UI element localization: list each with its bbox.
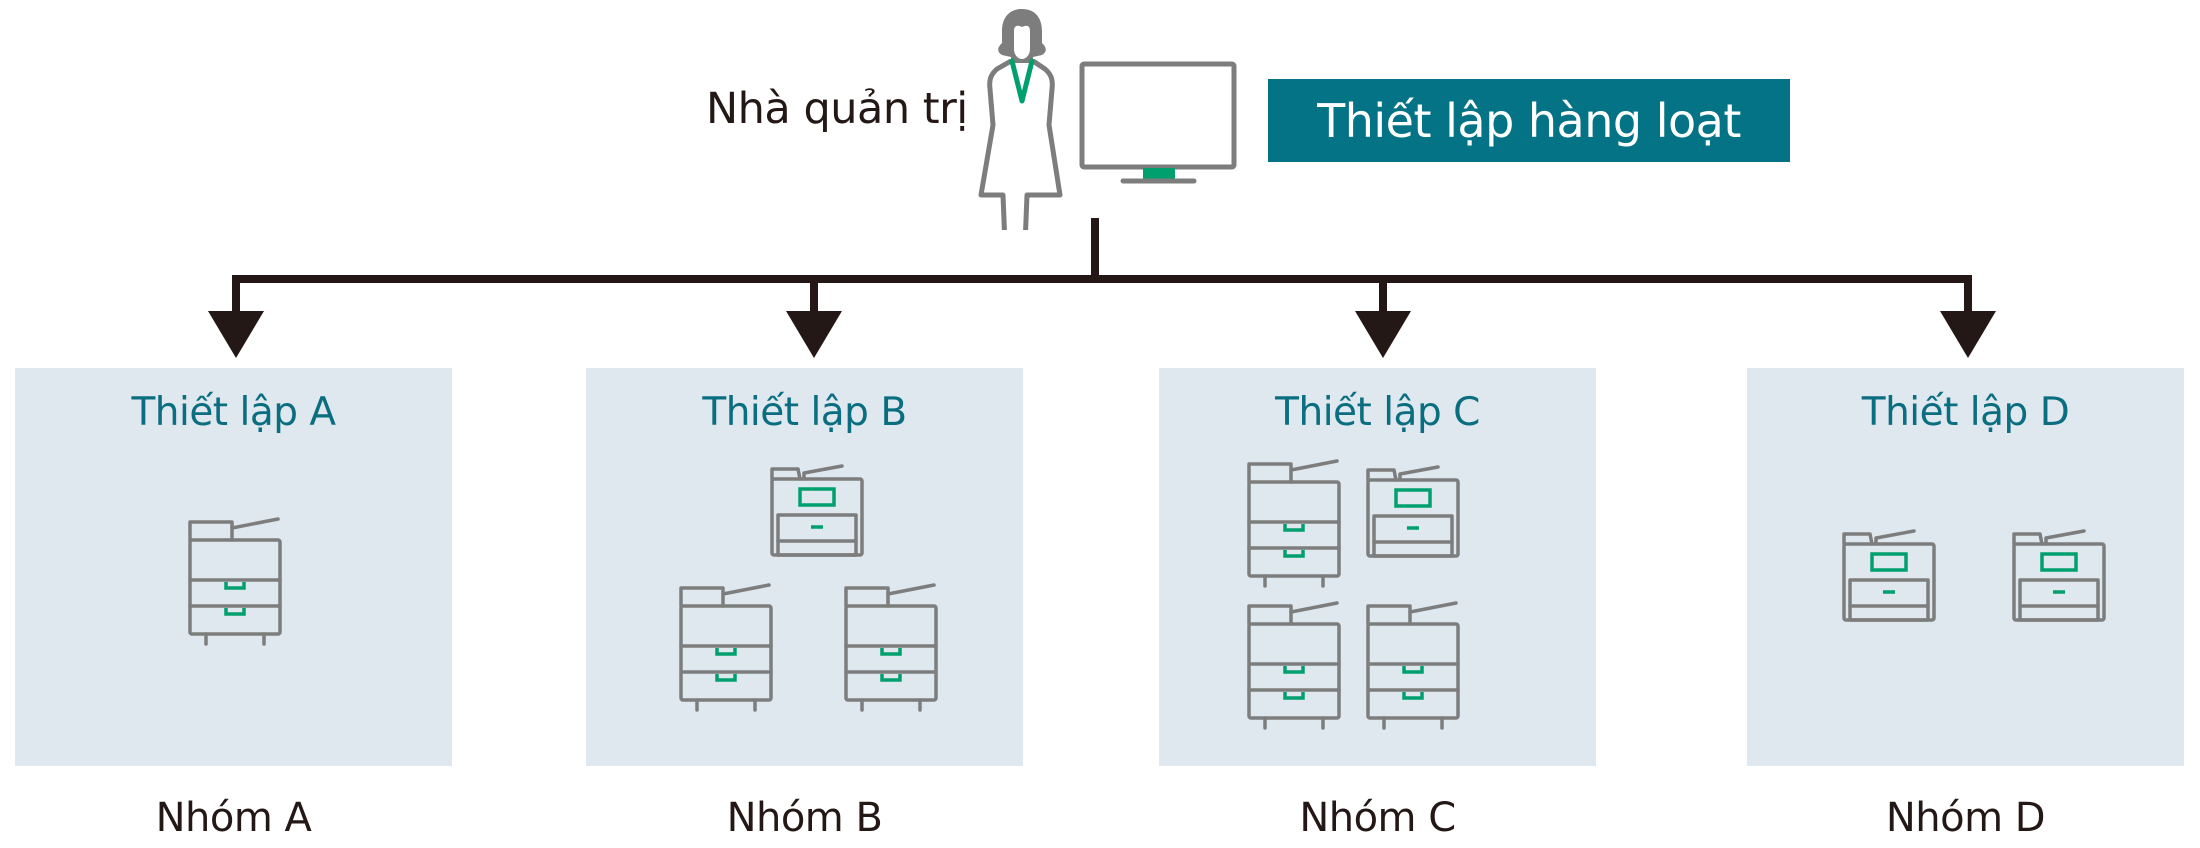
arrowhead-icon	[208, 311, 264, 358]
large-mfp-printer-icon	[1245, 458, 1341, 594]
monitor-icon	[1079, 61, 1237, 184]
group-title-d: Thiết lập D	[1861, 390, 2070, 435]
compact-mfp-printer-icon	[1840, 528, 1936, 628]
large-mfp-printer-icon	[1245, 600, 1341, 736]
compact-mfp-printer-icon	[2010, 528, 2106, 628]
group-box-b: Thiết lập B	[586, 368, 1023, 766]
group-label-c: Nhóm C	[1299, 795, 1456, 841]
admin-label: Nhà quản trị	[706, 84, 968, 134]
group-title-a: Thiết lập A	[131, 390, 336, 435]
group-label-b: Nhóm B	[726, 795, 883, 841]
large-mfp-printer-icon	[842, 582, 938, 718]
batch-settings-banner: Thiết lập hàng loạt	[1268, 79, 1790, 162]
group-title-b: Thiết lập B	[702, 390, 907, 435]
compact-mfp-printer-icon	[1364, 464, 1460, 564]
arrowhead-icon	[1355, 311, 1411, 358]
group-label-d: Nhóm D	[1885, 795, 2046, 841]
group-box-a: Thiết lập A	[15, 368, 452, 766]
large-mfp-printer-icon	[1364, 600, 1460, 736]
woman-admin-icon	[978, 9, 1063, 230]
arrowhead-icon	[786, 311, 842, 358]
trunk-line	[1091, 218, 1099, 282]
arrow-to-group-b	[786, 275, 842, 358]
arrow-to-group-d	[1940, 275, 1996, 358]
group-label-a: Nhóm A	[155, 795, 312, 841]
group-box-d: Thiết lập D	[1747, 368, 2184, 766]
group-title-c: Thiết lập C	[1275, 390, 1480, 435]
large-mfp-printer-icon	[186, 516, 282, 652]
group-box-c: Thiết lập C	[1159, 368, 1596, 766]
compact-mfp-printer-icon	[768, 463, 864, 563]
arrowhead-icon	[1940, 311, 1996, 358]
arrow-to-group-c	[1355, 275, 1411, 358]
banner-label: Thiết lập hàng loạt	[1317, 93, 1741, 148]
large-mfp-printer-icon	[677, 582, 773, 718]
arrow-to-group-a	[208, 275, 264, 358]
distribution-bar	[232, 275, 1972, 283]
